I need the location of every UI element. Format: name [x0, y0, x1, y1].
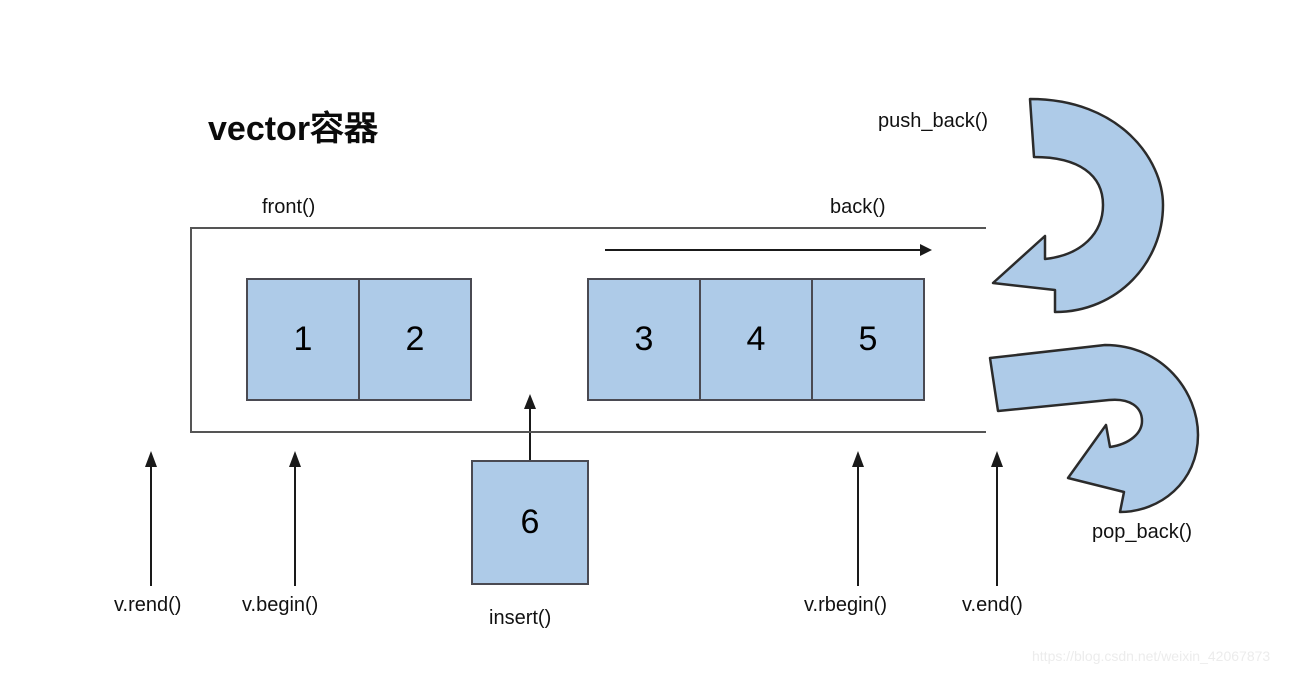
- pointer-arrow-end: [991, 451, 1003, 586]
- vector-cell: 2: [358, 278, 472, 401]
- pointer-arrow-rbegin: [852, 451, 864, 586]
- insert-cell: 6: [471, 460, 589, 585]
- vector-cell: 1: [246, 278, 360, 401]
- pointer-arrow-rend: [145, 451, 157, 586]
- watermark: https://blog.csdn.net/weixin_42067873: [1032, 648, 1271, 664]
- page-title: vector容器: [208, 110, 379, 148]
- pop-back-curved-arrow: [988, 343, 1200, 514]
- label-rend: v.rend(): [114, 594, 182, 616]
- vector-cell: 5: [811, 278, 925, 401]
- vector-cells-left: 1 2: [246, 278, 472, 401]
- container-top-border: [190, 227, 986, 229]
- push-back-curved-arrow: [991, 97, 1165, 314]
- label-front: front(): [262, 196, 316, 218]
- label-push-back: push_back(): [878, 110, 989, 132]
- label-insert: insert(): [489, 607, 552, 629]
- pointer-arrow-begin: [289, 451, 301, 586]
- label-begin: v.begin(): [242, 594, 319, 616]
- vector-cell: 3: [587, 278, 701, 401]
- iteration-direction-arrow: [605, 244, 932, 256]
- label-back: back(): [830, 196, 886, 218]
- label-pop-back: pop_back(): [1092, 521, 1193, 543]
- vector-cells-right: 3 4 5: [587, 278, 925, 401]
- insert-arrow: [524, 394, 536, 460]
- label-rbegin: v.rbegin(): [804, 594, 887, 616]
- container-bottom-border: [190, 431, 986, 433]
- container-left-border: [190, 227, 192, 433]
- label-end: v.end(): [962, 594, 1023, 616]
- vector-cell: 4: [699, 278, 813, 401]
